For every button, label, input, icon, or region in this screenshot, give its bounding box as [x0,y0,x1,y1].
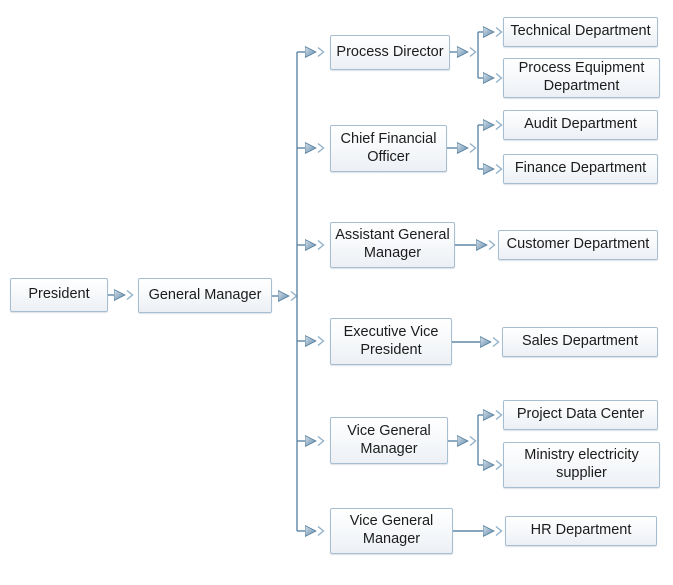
node-chief-financial-officer: Chief Financial Officer [330,125,447,172]
node-finance-department: Finance Department [503,154,658,184]
node-president: President [10,278,108,312]
node-general-manager: General Manager [138,278,272,313]
node-audit-department: Audit Department [503,110,658,140]
node-process-director: Process Director [330,35,450,70]
node-vice-general-manager-2: Vice General Manager [330,508,453,554]
node-customer-department: Customer Department [498,230,658,260]
node-sales-department: Sales Department [502,327,658,357]
node-ministry-electricity-supplier: Ministry electricity supplier [503,442,660,488]
node-project-data-center: Project Data Center [503,400,658,430]
node-executive-vice-president: Executive Vice President [330,318,452,365]
node-hr-department: HR Department [505,516,657,546]
node-vice-general-manager-1: Vice General Manager [330,417,448,464]
node-process-equipment-department: Process Equipment Department [503,58,660,98]
node-technical-department: Technical Department [503,17,658,47]
node-assistant-general-manager: Assistant General Manager [330,222,455,268]
